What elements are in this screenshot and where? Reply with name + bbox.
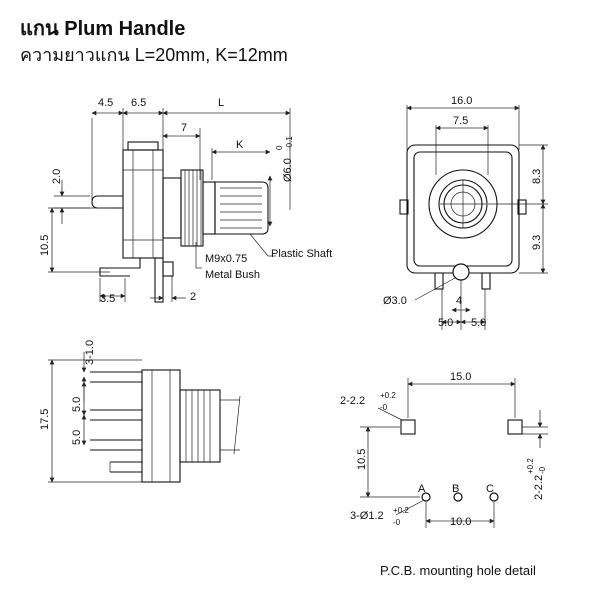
- dim-5-0-d: 5.0: [71, 430, 83, 445]
- dim-15-0: 15.0: [450, 371, 471, 383]
- dim-shaft-tol-top: 0: [275, 145, 284, 150]
- dim-16-0: 16.0: [451, 95, 472, 107]
- page-subtitle: ความยาวแกน L=20mm, K=12mm: [20, 45, 288, 65]
- dim-6-5: 6.5: [131, 97, 146, 109]
- bottom-view: 3-1.0 17.5 5.0 5.0: [39, 340, 241, 483]
- dim-7: 7: [181, 122, 187, 134]
- side-view: 4.5 6.5 L 7 K Ø6.0 0 -0.1: [39, 97, 332, 305]
- hole-2-tol-top: +0.2: [380, 391, 396, 400]
- dim-4-5: 4.5: [98, 97, 113, 109]
- hole-3-tol-top: +0.2: [393, 506, 409, 515]
- pcb-detail: 15.0 2-2.2 +0.2 -0 10.5 A B C 10.0 3-Ø1.…: [340, 371, 548, 528]
- hole-2-tol-bottom: -0: [380, 403, 388, 412]
- dim-5-0-b: 5.0: [471, 317, 486, 329]
- pin-B: B: [452, 483, 459, 495]
- dim-pcb-10-5: 10.5: [356, 449, 368, 470]
- hole-2-label: 2-2.2: [340, 395, 365, 407]
- pcb-caption: P.C.B. mounting hole detail: [380, 563, 536, 578]
- dim-2: 2: [190, 291, 196, 303]
- dim-3-1-0: 3-1.0: [84, 340, 96, 365]
- right-hole-label: 2-2.2: [533, 475, 545, 500]
- dim-3-5: 3.5: [100, 293, 115, 305]
- dim-L: L: [218, 97, 224, 109]
- hole-3-tol-bottom: -0: [393, 518, 401, 527]
- dim-5-0-c: 5.0: [71, 397, 83, 412]
- label-plastic-shaft: Plastic Shaft: [271, 248, 332, 260]
- pin-C: C: [486, 483, 494, 495]
- front-view: 16.0 7.5 8.3 9.3 5.0 5.0: [383, 95, 548, 330]
- dim-4: 4: [456, 295, 462, 307]
- right-hole-tol-top: +0.2: [526, 458, 535, 474]
- label-metal-bush: Metal Bush: [205, 269, 260, 281]
- pin-A: A: [418, 483, 426, 495]
- dim-2-0: 2.0: [51, 169, 63, 184]
- dim-5-0-a: 5.0: [438, 317, 453, 329]
- dim-K: K: [236, 139, 244, 151]
- dim-8-3: 8.3: [531, 169, 543, 184]
- label-m9x0-75: M9x0.75: [205, 253, 247, 265]
- dim-10-5: 10.5: [39, 235, 51, 256]
- dim-shaft-tol-bottom: -0.1: [285, 136, 294, 150]
- dim-9-3: 9.3: [531, 235, 543, 250]
- dim-pcb-10-0: 10.0: [450, 516, 471, 528]
- dim-17-5: 17.5: [39, 409, 51, 430]
- dim-7-5: 7.5: [453, 115, 468, 127]
- page-title: แกน Plum Handle: [20, 18, 186, 40]
- right-hole-tol-bottom: -0: [538, 466, 547, 474]
- dim-shaft-dia: Ø6.0: [282, 158, 294, 182]
- hole-3-label: 3-Ø1.2: [350, 510, 384, 522]
- dim-hole-3-0: Ø3.0: [383, 295, 407, 307]
